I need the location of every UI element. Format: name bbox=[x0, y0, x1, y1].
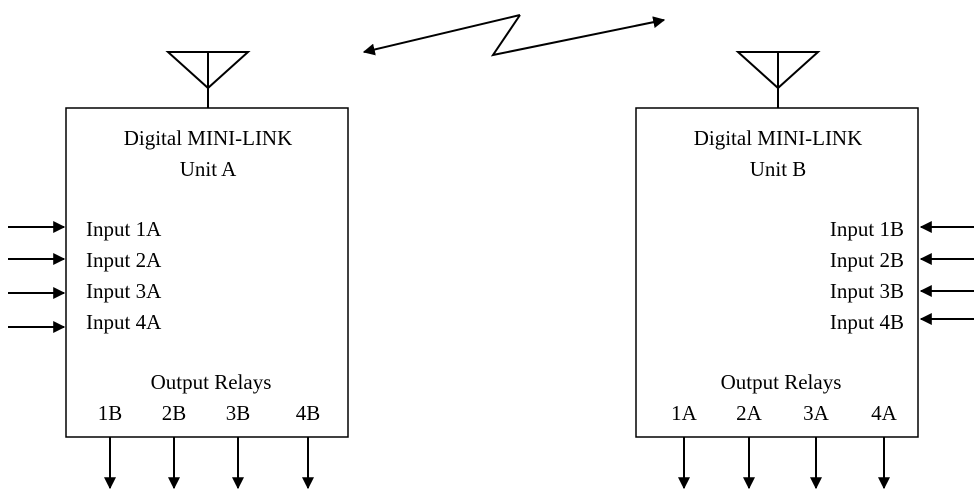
unit-a-title-line1: Digital MINI-LINK bbox=[124, 126, 293, 150]
unit-a-input-label: Input 4A bbox=[86, 310, 162, 334]
unit-a-input-label: Input 1A bbox=[86, 217, 162, 241]
unit-b-input-label: Input 4B bbox=[830, 310, 904, 334]
unit-b-input-label: Input 2B bbox=[830, 248, 904, 272]
unit-b-title-line1: Digital MINI-LINK bbox=[694, 126, 863, 150]
unit-b-title-line2: Unit B bbox=[750, 157, 807, 181]
unit-b-output-label: 4A bbox=[871, 401, 898, 425]
unit-a-output-label: 1B bbox=[98, 401, 123, 425]
antenna-a-icon bbox=[165, 51, 251, 108]
unit-b: Digital MINI-LINK Unit B Input 1B Input … bbox=[635, 51, 974, 490]
unit-b-output-label: 2A bbox=[736, 401, 763, 425]
unit-b-input-label: Input 3B bbox=[830, 279, 904, 303]
wireless-link-zigzag bbox=[490, 14, 666, 57]
unit-b-box bbox=[635, 107, 919, 438]
unit-a-input-label: Input 3A bbox=[86, 279, 162, 303]
unit-a-title-line2: Unit A bbox=[180, 157, 237, 181]
unit-a-output-label: 4B bbox=[296, 401, 321, 425]
unit-a: Digital MINI-LINK Unit A Input 1A Input … bbox=[8, 51, 349, 490]
wireless-link-left-arrow bbox=[362, 14, 521, 56]
unit-b-input-label: Input 1B bbox=[830, 217, 904, 241]
unit-a-output-label: 2B bbox=[162, 401, 187, 425]
unit-a-input-label: Input 2A bbox=[86, 248, 162, 272]
unit-a-output-label: 3B bbox=[226, 401, 251, 425]
unit-a-box bbox=[65, 107, 349, 438]
unit-b-output-label: 1A bbox=[671, 401, 698, 425]
unit-a-outputs-heading: Output Relays bbox=[151, 370, 272, 394]
unit-b-outputs-heading: Output Relays bbox=[721, 370, 842, 394]
antenna-b-icon bbox=[735, 51, 821, 108]
unit-b-output-label: 3A bbox=[803, 401, 830, 425]
